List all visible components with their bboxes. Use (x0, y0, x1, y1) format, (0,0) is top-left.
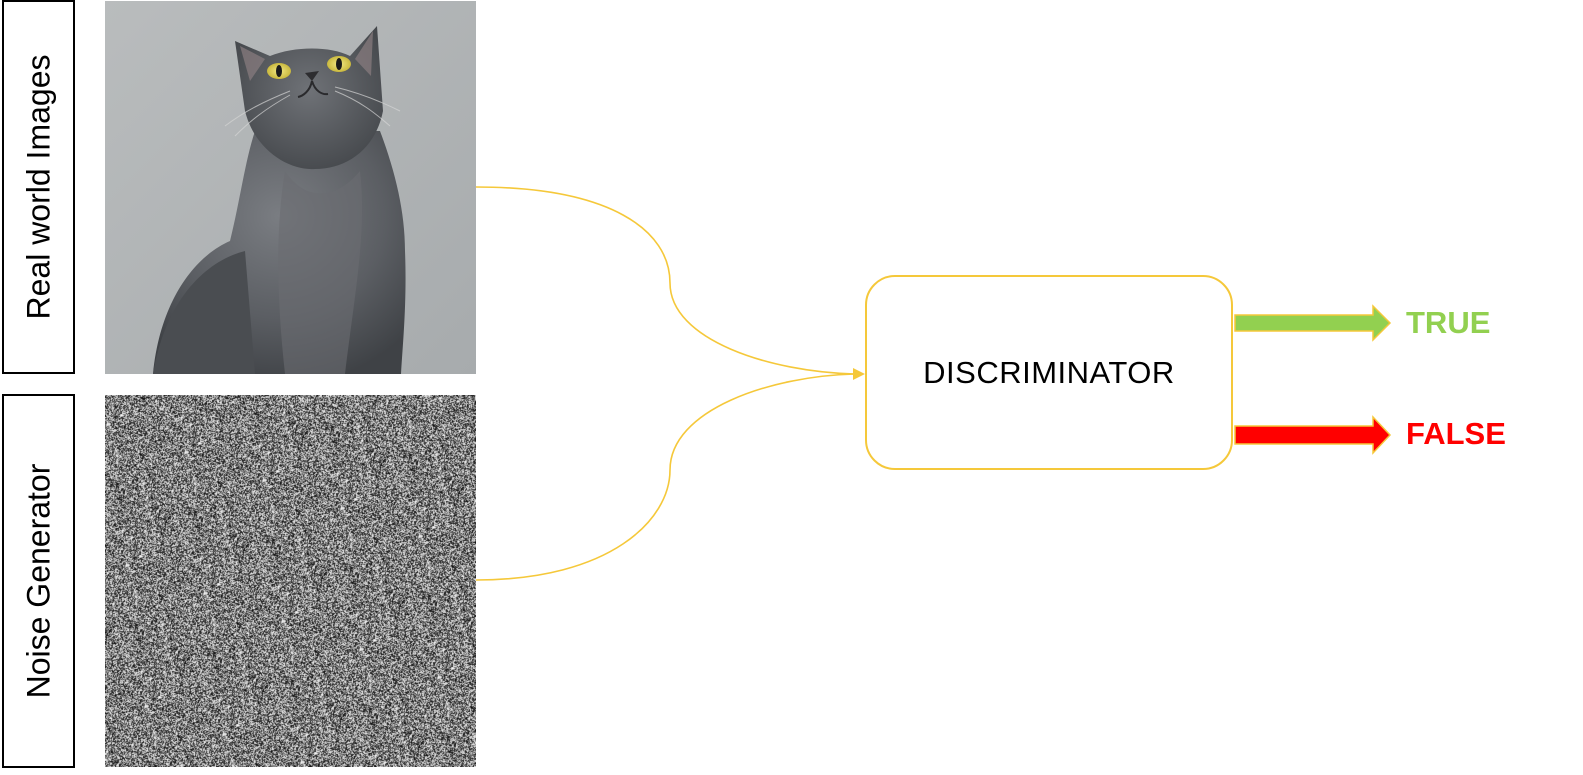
false-label: FALSE (1406, 416, 1506, 451)
noise-image-connector (475, 373, 856, 581)
noise-generator-label-text: Noise Generator (20, 463, 56, 699)
real-world-images-label: Real world Images (2, 0, 75, 374)
discriminator-box: DISCRIMINATOR (865, 275, 1233, 470)
cat-image (105, 1, 476, 374)
true-label: TRUE (1406, 305, 1491, 340)
noise-generator-label: Noise Generator (2, 394, 75, 768)
noise-image (105, 395, 476, 767)
connector-arrowhead (853, 368, 865, 380)
real-world-images-label-text: Real world Images (20, 54, 56, 320)
true-output-arrow (1234, 304, 1392, 342)
real-image-connector (475, 186, 856, 375)
false-output-arrow (1234, 415, 1392, 455)
discriminator-label: DISCRIMINATOR (923, 354, 1175, 390)
